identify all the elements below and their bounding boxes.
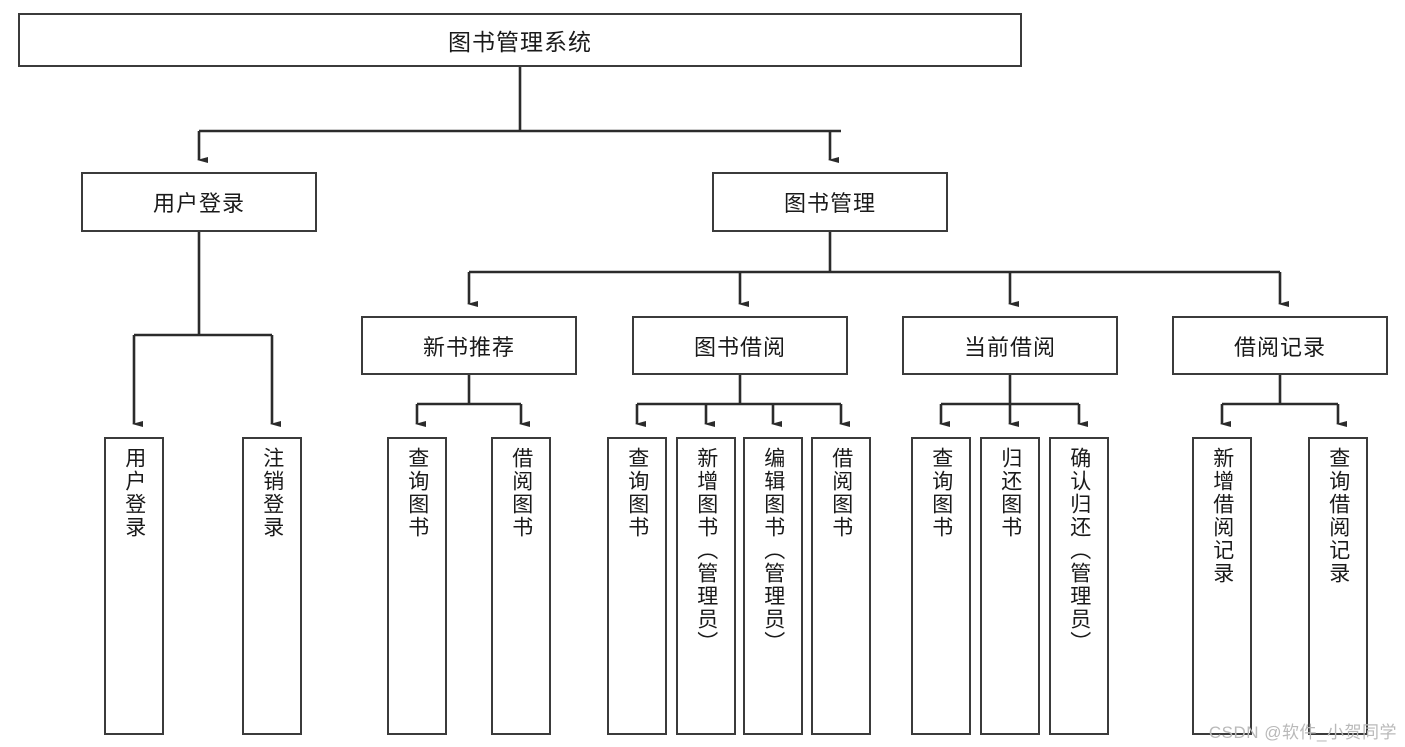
node-current-borrow[interactable]: 当前借阅 — [902, 316, 1118, 375]
leaf-borrow-query-book[interactable]: 查询图书 — [607, 437, 667, 735]
leaf-borrow-borrow-book[interactable]: 借阅图书 — [811, 437, 871, 735]
node-root-system[interactable]: 图书管理系统 — [18, 13, 1022, 67]
node-label: 新增借阅记录 — [1210, 447, 1234, 585]
leaf-borrow-add-book-admin[interactable]: 新增图书（管理员） — [676, 437, 736, 735]
leaf-records-add-record[interactable]: 新增借阅记录 — [1192, 437, 1252, 735]
node-label: 新增图书（管理员） — [694, 447, 718, 654]
node-borrow-records[interactable]: 借阅记录 — [1172, 316, 1388, 375]
leaf-borrow-edit-book-admin[interactable]: 编辑图书（管理员） — [743, 437, 803, 735]
leaf-user-login-signout[interactable]: 注销登录 — [242, 437, 302, 735]
node-label: 编辑图书（管理员） — [761, 447, 785, 654]
node-book-management[interactable]: 图书管理 — [712, 172, 948, 232]
node-label: 借阅记录 — [1233, 334, 1326, 360]
leaf-recommend-borrow-book[interactable]: 借阅图书 — [491, 437, 551, 735]
node-label: 确认归还（管理员） — [1067, 447, 1091, 654]
node-label: 图书借阅 — [693, 334, 786, 360]
node-label: 当前借阅 — [963, 334, 1056, 360]
node-label: 用户登录 — [152, 191, 245, 216]
node-label: 用户登录 — [122, 447, 146, 539]
node-label: 查询图书 — [625, 447, 649, 539]
watermark-text: CSDN @软件_小贺同学 — [1208, 723, 1397, 742]
node-label: 归还图书 — [998, 447, 1022, 539]
node-new-book-recommend[interactable]: 新书推荐 — [361, 316, 577, 375]
node-label: 图书管理 — [783, 191, 876, 216]
node-label: 注销登录 — [260, 447, 284, 539]
leaf-current-confirm-return-admin[interactable]: 确认归还（管理员） — [1049, 437, 1109, 735]
leaf-records-query-record[interactable]: 查询借阅记录 — [1308, 437, 1368, 735]
node-label: 新书推荐 — [422, 334, 515, 360]
node-user-login[interactable]: 用户登录 — [81, 172, 317, 232]
node-label: 查询借阅记录 — [1326, 447, 1350, 585]
leaf-current-return-book[interactable]: 归还图书 — [980, 437, 1040, 735]
node-label: 借阅图书 — [829, 447, 853, 539]
node-book-borrow[interactable]: 图书借阅 — [632, 316, 848, 375]
node-label: 借阅图书 — [509, 447, 533, 539]
leaf-current-query-book[interactable]: 查询图书 — [911, 437, 971, 735]
node-label: 图书管理系统 — [448, 29, 592, 55]
node-label: 查询图书 — [405, 447, 429, 539]
leaf-user-login-signin[interactable]: 用户登录 — [104, 437, 164, 735]
node-label: 查询图书 — [929, 447, 953, 539]
leaf-recommend-query-book[interactable]: 查询图书 — [387, 437, 447, 735]
